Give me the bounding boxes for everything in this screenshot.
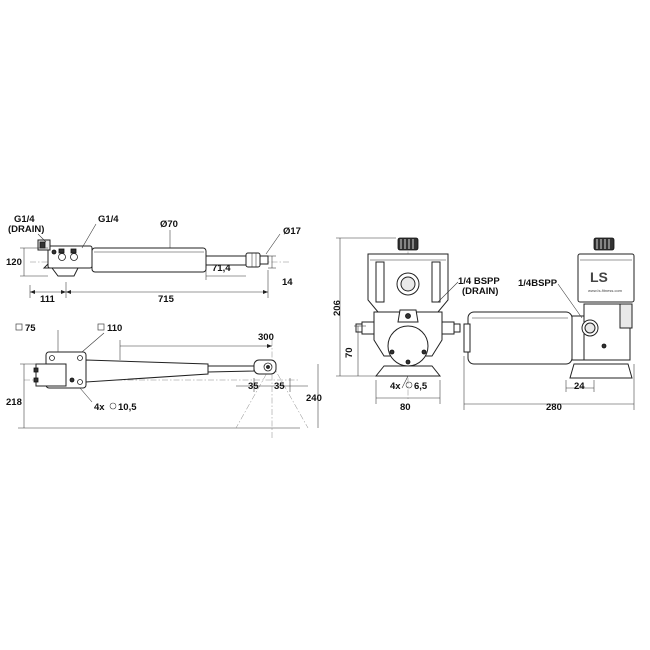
label-g14: G1/4	[98, 214, 119, 225]
cylinder-top-view	[15, 323, 319, 440]
label-holes-right: 4x	[390, 381, 401, 392]
label-bspp-drain-bottom: (DRAIN)	[462, 286, 498, 297]
label-35-right: 35	[274, 381, 285, 392]
label-bspp-drain-top: 1/4 BSPP	[458, 276, 500, 287]
label-280: 280	[546, 402, 562, 413]
label-holes-right-value: 6,5	[414, 381, 428, 392]
label-218: 218	[6, 397, 22, 408]
cylinder-side-dimensions: G1/4 (DRAIN) G1/4 Ø70 Ø17 120 71,4 14 11…	[6, 214, 301, 305]
label-holes-left-value: 10,5	[118, 402, 137, 413]
label-71-4: 71,4	[212, 263, 231, 274]
pump-front-view	[336, 237, 461, 404]
label-14: 14	[282, 277, 293, 288]
cylinder-side-view	[20, 223, 290, 298]
label-bspp-side: 1/4BSPP	[518, 278, 558, 289]
pump-side-view: LS www.ls-fitness.com	[463, 237, 635, 410]
label-715: 715	[158, 294, 175, 305]
cylinder-top-dimensions: 75 110 300 218 35 35 240 4x 10,5	[6, 323, 322, 413]
label-dia17: Ø17	[283, 226, 301, 237]
label-sq75: 75	[25, 323, 36, 334]
pump-front-dimensions: 1/4 BSPP (DRAIN) 206 70 4x 6,5 80	[332, 276, 500, 413]
label-g14-drain-top: G1/4	[14, 214, 35, 225]
label-120: 120	[6, 257, 22, 268]
label-24: 24	[574, 381, 585, 392]
label-35-left: 35	[248, 381, 259, 392]
label-holes-left: 4x	[94, 402, 105, 413]
logo-text: LS	[590, 269, 608, 285]
label-300: 300	[258, 332, 274, 343]
label-240: 240	[306, 393, 322, 404]
label-sq110: 110	[107, 323, 122, 334]
label-80: 80	[400, 402, 411, 413]
label-70: 70	[344, 347, 355, 358]
label-111: 111	[40, 294, 56, 305]
label-dia70: Ø70	[160, 219, 178, 230]
label-206: 206	[332, 300, 343, 316]
label-g14-drain-bottom: (DRAIN)	[8, 224, 44, 235]
pump-side-dimensions: 1/4BSPP 24 280	[518, 278, 585, 413]
logo-subtext: www.ls-fitness.com	[588, 288, 623, 293]
